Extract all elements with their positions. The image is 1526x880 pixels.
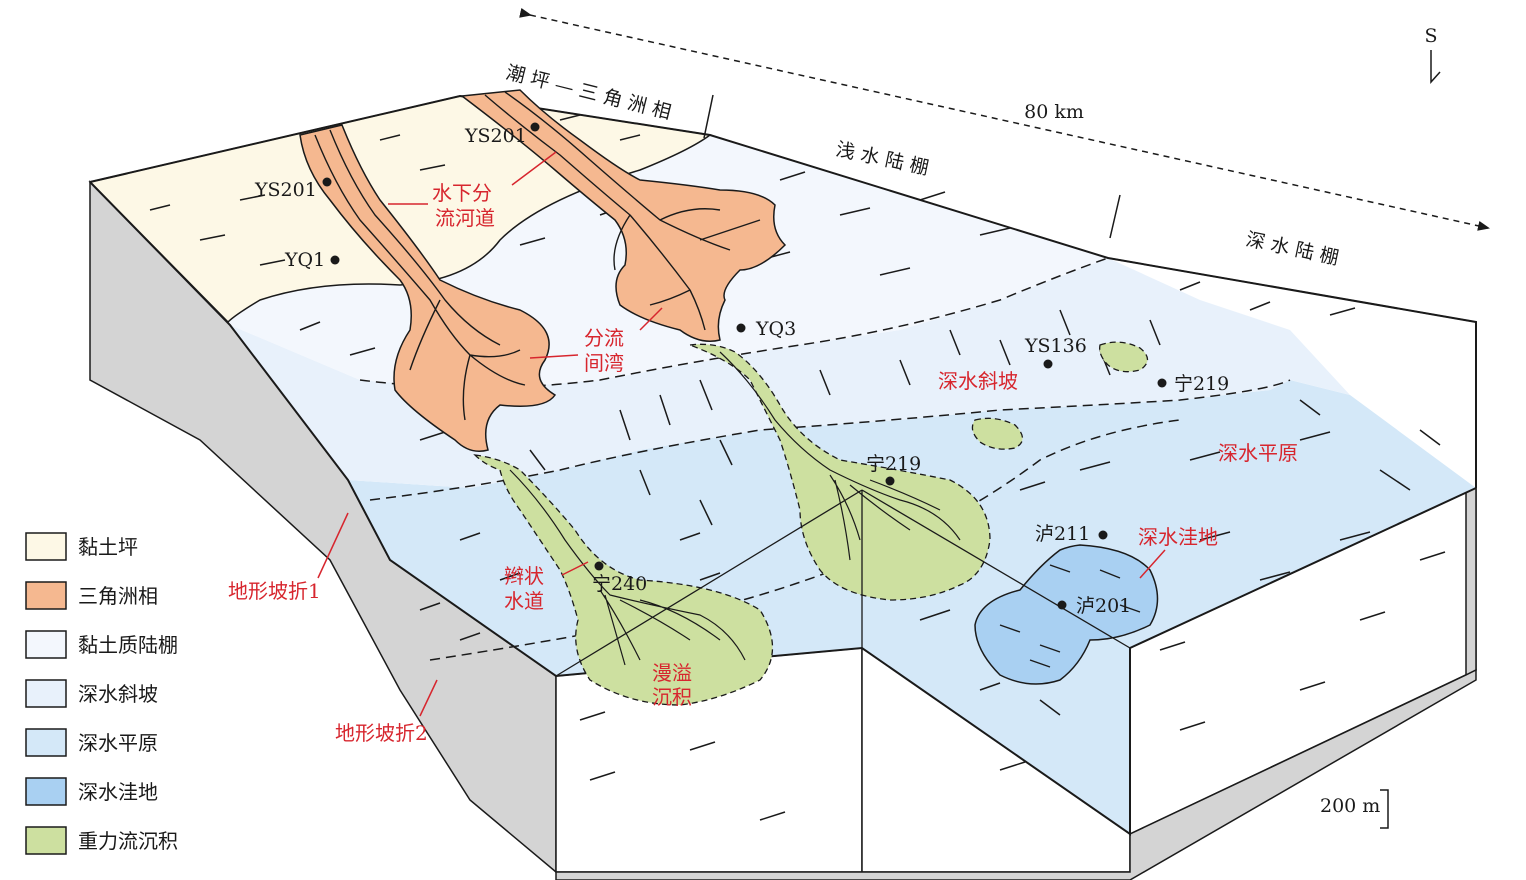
deep-plain-zone — [348, 380, 1476, 834]
gravity-fan-east — [689, 343, 991, 601]
well-label-ys201-a: YS201 — [464, 125, 527, 147]
distance-label: 80 km — [1024, 101, 1084, 123]
well-dot — [1157, 378, 1167, 388]
legend-item: 深水平原 — [25, 728, 158, 757]
gravity-lobe-small-2 — [971, 417, 1024, 450]
overbank-label-line2: 沉积 — [652, 685, 692, 709]
legend-swatch-deep-depression — [25, 777, 67, 806]
legend-swatch-clay-flat — [25, 532, 67, 561]
red-annotations: 水下分 流河道 分流 间湾 深水斜坡 深水平原 深水洼地 辫状 水道 漫溢 沉积… — [228, 151, 1298, 745]
legend-swatch-clay-shelf — [25, 630, 67, 659]
bay-label-line1: 分流 — [584, 326, 624, 350]
well-label-ys201-b: YS201 — [254, 179, 317, 201]
well-markers: YS201 YS201 YQ1 YQ3 YS136 宁219 宁219 宁240… — [254, 122, 1229, 617]
legend-label: 黏土质陆棚 — [78, 633, 178, 657]
deep-water-depression — [974, 544, 1159, 685]
legend-swatch-delta — [25, 581, 67, 610]
north-arrow-label: S — [1424, 25, 1437, 47]
well-dot — [322, 177, 332, 187]
well-dot — [530, 122, 540, 132]
well-label-lu201: 泸201 — [1076, 595, 1131, 617]
gravity-flow-deposits — [473, 341, 1149, 706]
well-dot — [736, 323, 746, 333]
facies-divider-1 — [703, 94, 714, 139]
channel-label-line1: 水下分 — [432, 181, 492, 205]
channel-label-line2: 流河道 — [435, 206, 495, 230]
deep-shelf-label: 深 水 陆 棚 — [1244, 228, 1341, 269]
well-dot — [594, 561, 604, 571]
well-label-yq1: YQ1 — [284, 249, 325, 271]
legend-item: 深水斜坡 — [25, 679, 158, 708]
legend-item: 深水洼地 — [25, 777, 158, 806]
well-label-lu211: 泸211 — [1035, 523, 1090, 545]
deep-slope-label: 深水斜坡 — [938, 369, 1018, 393]
braided-label-line1: 辫状 — [504, 564, 544, 588]
legend-item: 三角洲相 — [25, 581, 158, 610]
legend-item: 重力流沉积 — [25, 826, 178, 855]
legend-label: 深水斜坡 — [78, 682, 158, 706]
channel-lines-west — [314, 129, 526, 421]
well-label-ning219-a: 宁219 — [1174, 373, 1229, 395]
deep-plain-label: 深水平原 — [1218, 441, 1298, 465]
bay-label-line2: 间湾 — [584, 351, 624, 375]
depression-dashes — [999, 564, 1141, 668]
facies-divider-2 — [1109, 194, 1121, 239]
legend-label: 三角洲相 — [78, 584, 158, 608]
legend-label: 黏土坪 — [78, 535, 138, 559]
legend-item: 黏土坪 — [25, 532, 138, 561]
braided-label-line2: 水道 — [504, 589, 544, 613]
shallow-shelf-boundary — [1107, 257, 1477, 323]
legend-item: 黏土质陆棚 — [25, 630, 178, 659]
depression-label: 深水洼地 — [1138, 525, 1218, 549]
shallow-shelf-label: 浅 水 陆 棚 — [834, 138, 931, 179]
legend-swatch-deep-slope — [25, 679, 67, 708]
gravity-lobe-small-1 — [1099, 341, 1149, 373]
well-dot — [1057, 600, 1067, 610]
legend-swatch-gravity-flow — [25, 826, 67, 855]
slope-break-2-label: 地形坡折2 — [335, 721, 428, 745]
legend-label: 深水洼地 — [78, 780, 158, 804]
well-dot — [1043, 359, 1053, 369]
scale-bar-label: 200 m — [1320, 795, 1380, 817]
distance-arrow — [519, 7, 1490, 231]
section-cut-lines — [555, 489, 1131, 677]
legend: 黏土坪 三角洲相 黏土质陆棚 深水斜坡 深水平原 深水洼地 重力流沉积 — [25, 532, 178, 855]
legend-label: 重力流沉积 — [78, 829, 178, 853]
vertical-scale-bar: 200 m — [1320, 789, 1389, 829]
well-dot — [1098, 530, 1108, 540]
delta-lobe-west — [299, 124, 557, 452]
north-arrow-icon — [1430, 50, 1441, 84]
right-side-face — [1465, 487, 1477, 677]
well-dot — [330, 255, 340, 265]
well-label-ning219-b: 宁219 — [866, 453, 921, 475]
slope-break-1-label: 地形坡折1 — [228, 579, 321, 603]
legend-swatch-deep-plain — [25, 728, 67, 757]
bottom-side-face — [555, 668, 1477, 880]
well-label-ning240: 宁240 — [592, 573, 647, 595]
top-surface — [88, 94, 1477, 836]
well-dot — [885, 476, 895, 486]
well-label-ys136: YS136 — [1024, 335, 1087, 357]
block-side-faces — [89, 180, 1477, 880]
braided-channel-lines-east — [719, 351, 961, 561]
legend-label: 深水平原 — [78, 731, 158, 755]
overbank-label-line1: 漫溢 — [652, 661, 692, 685]
well-label-yq3: YQ3 — [755, 318, 796, 340]
slope-break-line-2 — [369, 379, 1291, 501]
braided-channel-lines-west — [509, 469, 746, 666]
deep-slope-zone — [230, 258, 1350, 488]
